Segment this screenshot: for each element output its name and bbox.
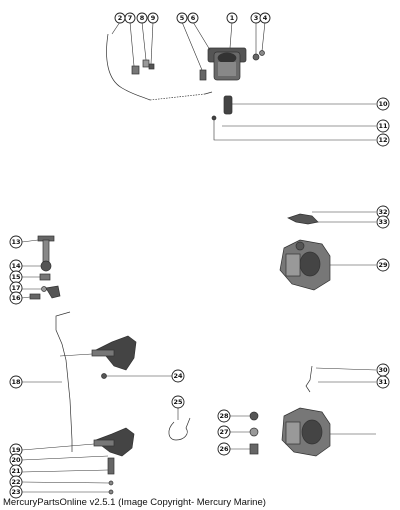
screw (199, 69, 207, 81)
bolt (37, 235, 55, 265)
callout-12: 12 (376, 133, 390, 147)
screw (29, 293, 41, 300)
callout-13: 13 (9, 235, 23, 249)
svg-text:27: 27 (219, 428, 228, 436)
callout-31: 31 (376, 375, 390, 389)
callout-33: 33 (376, 215, 390, 229)
clip (148, 63, 155, 70)
spacer (107, 457, 115, 475)
cam-plate-lower (93, 427, 135, 457)
callout-11: 11 (376, 119, 390, 133)
callout-8: 8 (136, 12, 148, 24)
carburetor-lower (281, 407, 331, 457)
callout-25: 25 (171, 395, 185, 409)
washer (108, 480, 114, 486)
callout-5: 5 (176, 12, 188, 24)
nut (40, 260, 52, 272)
svg-text:22: 22 (11, 478, 20, 486)
callout-1: 1 (226, 12, 238, 24)
cable-end (204, 91, 213, 95)
bushing (39, 273, 51, 281)
callout-28: 28 (217, 409, 231, 423)
pin (101, 373, 107, 379)
svg-text:28: 28 (219, 412, 229, 420)
svg-text:10: 10 (378, 100, 388, 108)
callout-24: 24 (171, 369, 185, 383)
svg-text:18: 18 (11, 378, 21, 386)
svg-text:3: 3 (254, 14, 259, 22)
callout-20: 20 (9, 453, 23, 467)
spring (223, 95, 233, 115)
callout-21: 21 (9, 464, 23, 478)
svg-text:16: 16 (11, 294, 21, 302)
spring-clip (168, 417, 191, 441)
washer (249, 427, 259, 437)
screw (259, 50, 265, 56)
callout-2: 2 (114, 12, 126, 24)
svg-text:15: 15 (11, 273, 21, 281)
callout-30: 30 (376, 363, 390, 377)
solenoid (207, 47, 247, 81)
svg-text:8: 8 (140, 14, 145, 22)
callout-26: 26 (217, 442, 231, 456)
svg-text:13: 13 (11, 238, 20, 246)
svg-text:20: 20 (11, 456, 21, 464)
nut (249, 411, 259, 421)
callout-4: 4 (259, 12, 271, 24)
washer (41, 286, 47, 292)
bushing (249, 443, 259, 455)
svg-text:1: 1 (230, 14, 235, 22)
svg-text:9: 9 (151, 14, 156, 22)
svg-text:14: 14 (11, 262, 21, 270)
idle-wire (305, 365, 313, 393)
svg-text:2: 2 (118, 14, 123, 22)
cam-plate-upper (91, 335, 137, 371)
svg-text:19: 19 (11, 446, 21, 454)
callout-14: 14 (9, 259, 23, 273)
cable-sleeve (149, 93, 206, 101)
screw (252, 53, 260, 61)
callout-27: 27 (217, 425, 231, 439)
callout-29: 29 (376, 258, 390, 272)
linkage-arm (287, 213, 319, 225)
svg-text:21: 21 (11, 467, 21, 475)
svg-text:33: 33 (378, 218, 387, 226)
svg-text:17: 17 (11, 284, 20, 292)
pin (211, 115, 217, 121)
callout-6: 6 (187, 12, 199, 24)
svg-text:6: 6 (191, 14, 196, 22)
callout-15: 15 (9, 270, 23, 284)
svg-text:32: 32 (378, 208, 387, 216)
svg-text:26: 26 (219, 445, 229, 453)
svg-text:12: 12 (378, 136, 387, 144)
svg-text:4: 4 (263, 14, 268, 22)
callout-7: 7 (124, 12, 136, 24)
nut (131, 65, 140, 75)
callout-18: 18 (9, 375, 23, 389)
svg-text:11: 11 (378, 122, 388, 130)
callout-23: 23 (9, 485, 23, 499)
svg-text:23: 23 (11, 488, 20, 496)
svg-text:5: 5 (180, 14, 185, 22)
throttle-rod (55, 311, 73, 452)
svg-text:31: 31 (378, 378, 388, 386)
copyright-caption: MercuryPartsOnline v2.5.1 (Image Copyrig… (3, 497, 266, 508)
cable (106, 33, 151, 101)
svg-text:30: 30 (378, 366, 388, 374)
svg-text:25: 25 (173, 398, 183, 406)
svg-text:29: 29 (378, 261, 388, 269)
svg-text:24: 24 (173, 372, 183, 380)
washer (142, 59, 150, 68)
carburetor-upper (279, 239, 331, 291)
link-bracket (45, 285, 61, 299)
clip (108, 489, 114, 495)
callout-10: 10 (376, 97, 390, 111)
callout-32: 32 (376, 205, 390, 219)
callout-3: 3 (250, 12, 262, 24)
svg-text:7: 7 (128, 14, 133, 22)
callout-9: 9 (147, 12, 159, 24)
callout-16: 16 (9, 291, 23, 305)
